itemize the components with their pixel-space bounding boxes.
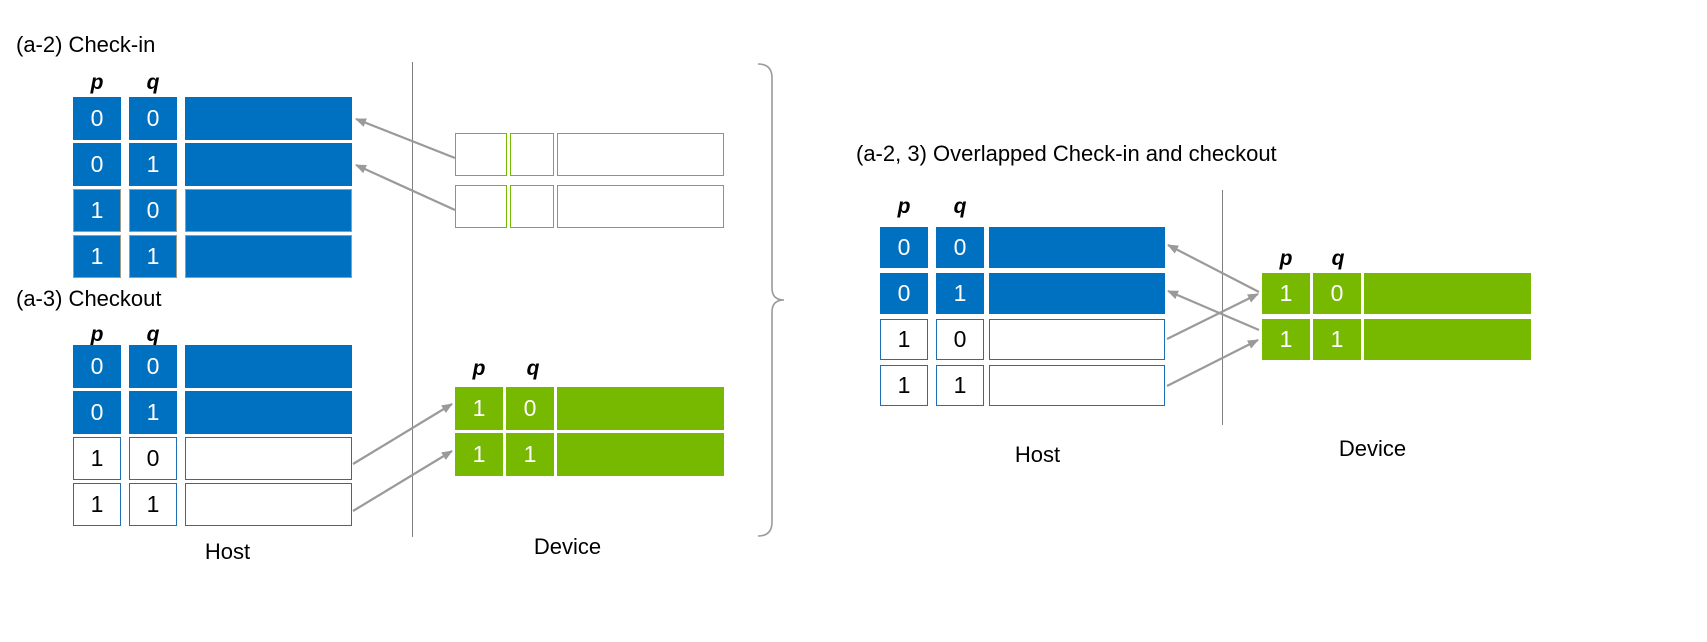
overlapped-host-device-divider bbox=[1222, 190, 1223, 425]
overlapped-host-row-2-cell-q: 0 bbox=[936, 319, 984, 360]
checkout-host-row-2-payload bbox=[185, 437, 352, 480]
checkout-host-row-1-payload bbox=[185, 391, 352, 434]
check-in-host-row-1-payload bbox=[185, 143, 352, 186]
checkout-host-row-3-cell-q: 1 bbox=[129, 483, 177, 526]
overlapped-device-row-1-payload bbox=[1364, 319, 1531, 360]
checkout-device-row-0-cell-q: 0 bbox=[506, 387, 554, 430]
check-in-host-row-3-cell-p: 1 bbox=[73, 235, 121, 278]
arrow-checkin-row0 bbox=[355, 117, 456, 160]
right-caption-host: Host bbox=[1014, 442, 1061, 467]
arrow-overlap-host2-to-device0 bbox=[1166, 293, 1259, 340]
arrow-checkout-row3 bbox=[352, 450, 453, 512]
check-in-device-row-0-cell-q bbox=[510, 133, 554, 176]
check-in-host-row-3-payload bbox=[185, 235, 352, 278]
checkout-host-row-2-cell-q: 0 bbox=[129, 437, 177, 480]
arrow-checkin-row1 bbox=[355, 163, 456, 212]
check-in-host-row-2-payload bbox=[185, 189, 352, 232]
check-in-host-row-1-cell-q: 1 bbox=[129, 143, 177, 186]
checkout-device-row-1-cell-q: 1 bbox=[506, 433, 554, 476]
arrow-overlap-device1-to-host1 bbox=[1167, 289, 1260, 332]
checkout-device-header-p: p bbox=[472, 357, 486, 380]
checkout-host-header-q: q bbox=[146, 323, 160, 346]
check-in-host-row-3-cell-q: 1 bbox=[129, 235, 177, 278]
checkout-host-row-3-payload bbox=[185, 483, 352, 526]
overlapped-host-row-0-cell-p: 0 bbox=[880, 227, 928, 268]
overlapped-host-row-2-payload bbox=[989, 319, 1165, 360]
checkout-device-row-1-cell-p: 1 bbox=[455, 433, 503, 476]
check-in-host-device-divider bbox=[412, 62, 413, 537]
overlapped-host-row-3-payload bbox=[989, 365, 1165, 406]
checkout-host-row-0-payload bbox=[185, 345, 352, 388]
check-in-host-row-0-cell-p: 0 bbox=[73, 97, 121, 140]
check-in-host-header-p: p bbox=[90, 71, 104, 94]
check-in-host-row-0-cell-q: 0 bbox=[129, 97, 177, 140]
checkout-host-row-0-cell-q: 0 bbox=[129, 345, 177, 388]
left-caption-host: Host bbox=[204, 539, 251, 564]
check-in-host-row-0-payload bbox=[185, 97, 352, 140]
overlapped-host-row-3-cell-p: 1 bbox=[880, 365, 928, 406]
arrow-overlap-host3-to-device1 bbox=[1166, 339, 1259, 387]
check-in-device-row-0-cell-p bbox=[455, 133, 507, 176]
check-in-host-row-2-cell-q: 0 bbox=[129, 189, 177, 232]
check-in-host-row-2-cell-p: 1 bbox=[73, 189, 121, 232]
section-title-check-in: (a-2) Check-in bbox=[16, 32, 156, 57]
checkout-device-row-1-payload bbox=[557, 433, 724, 476]
check-in-device-row-0-payload bbox=[557, 133, 724, 176]
check-in-host-row-1-cell-p: 0 bbox=[73, 143, 121, 186]
checkout-device-row-0-cell-p: 1 bbox=[455, 387, 503, 430]
overlapped-host-row-0-payload bbox=[989, 227, 1165, 268]
check-in-device-row-1-cell-q bbox=[510, 185, 554, 228]
checkout-device-header-q: q bbox=[526, 357, 540, 380]
arrow-overlap-device0-to-host0 bbox=[1167, 244, 1260, 293]
overlapped-device-row-0-cell-q: 0 bbox=[1313, 273, 1361, 314]
overlapped-device-row-1-cell-q: 1 bbox=[1313, 319, 1361, 360]
checkout-device-row-0-payload bbox=[557, 387, 724, 430]
overlapped-host-row-0-cell-q: 0 bbox=[936, 227, 984, 268]
checkout-host-row-1-cell-q: 1 bbox=[129, 391, 177, 434]
check-in-device-row-1-payload bbox=[557, 185, 724, 228]
right-caption-device: Device bbox=[1338, 436, 1407, 461]
overlapped-device-header-q: q bbox=[1331, 247, 1345, 270]
overlapped-host-header-p: p bbox=[897, 195, 911, 218]
checkout-host-row-2-cell-p: 1 bbox=[73, 437, 121, 480]
checkout-host-row-1-cell-p: 0 bbox=[73, 391, 121, 434]
arrow-checkout-row2 bbox=[352, 403, 453, 465]
left-caption-device: Device bbox=[533, 534, 602, 559]
section-title-overlapped: (a-2, 3) Overlapped Check-in and checkou… bbox=[856, 141, 1277, 166]
checkout-host-row-0-cell-p: 0 bbox=[73, 345, 121, 388]
group-bracket bbox=[757, 63, 785, 537]
overlapped-device-row-0-payload bbox=[1364, 273, 1531, 314]
overlapped-host-row-3-cell-q: 1 bbox=[936, 365, 984, 406]
overlapped-host-row-1-payload bbox=[989, 273, 1165, 314]
overlapped-device-header-p: p bbox=[1279, 247, 1293, 270]
overlapped-host-row-1-cell-p: 0 bbox=[880, 273, 928, 314]
overlapped-device-row-1-cell-p: 1 bbox=[1262, 319, 1310, 360]
overlapped-device-row-0-cell-p: 1 bbox=[1262, 273, 1310, 314]
checkout-host-row-3-cell-p: 1 bbox=[73, 483, 121, 526]
checkout-host-header-p: p bbox=[90, 323, 104, 346]
section-title-checkout: (a-3) Checkout bbox=[16, 286, 162, 311]
check-in-host-header-q: q bbox=[146, 71, 160, 94]
overlapped-host-row-1-cell-q: 1 bbox=[936, 273, 984, 314]
overlapped-host-header-q: q bbox=[953, 195, 967, 218]
overlapped-host-row-2-cell-p: 1 bbox=[880, 319, 928, 360]
check-in-device-row-1-cell-p bbox=[455, 185, 507, 228]
